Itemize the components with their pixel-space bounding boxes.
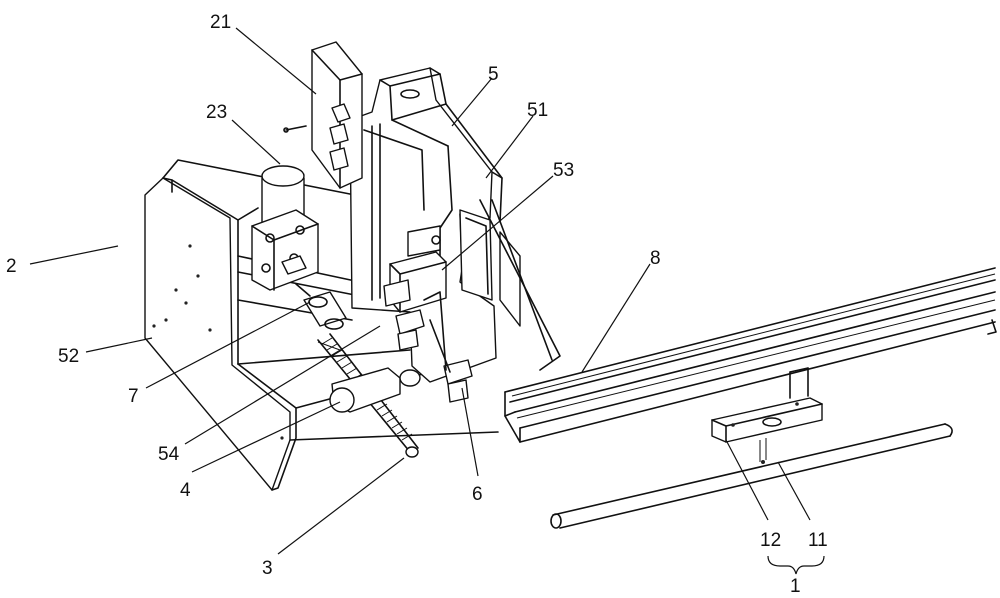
brace-1 <box>768 556 824 574</box>
bracket-board <box>284 42 362 188</box>
callout-4: 4 <box>180 480 191 501</box>
leader-2 <box>30 246 118 264</box>
motor <box>252 166 318 290</box>
leader-23 <box>232 120 280 164</box>
callout-52: 52 <box>58 346 79 367</box>
callout-54: 54 <box>158 444 180 465</box>
leader-6 <box>462 388 478 476</box>
callout-1: 1 <box>790 576 801 597</box>
callout-3: 3 <box>262 558 273 579</box>
coupling <box>296 284 346 329</box>
leader-21 <box>236 28 316 94</box>
leader-8 <box>582 264 650 372</box>
callout-23: 23 <box>206 102 227 123</box>
callout-21: 21 <box>210 12 231 33</box>
callout-12: 12 <box>760 530 781 551</box>
leader-52 <box>86 338 152 352</box>
callout-8: 8 <box>650 248 661 269</box>
callout-7: 7 <box>128 386 139 407</box>
callout-5: 5 <box>488 64 499 85</box>
callout-11: 11 <box>808 530 828 551</box>
leader-51 <box>486 116 533 178</box>
callout-53: 53 <box>553 160 574 181</box>
callout-2: 2 <box>6 256 17 277</box>
slider-assembly <box>551 368 952 528</box>
callout-6: 6 <box>472 484 483 505</box>
leader-3 <box>278 458 404 554</box>
leader-5 <box>452 78 492 126</box>
callout-51: 51 <box>527 100 548 121</box>
